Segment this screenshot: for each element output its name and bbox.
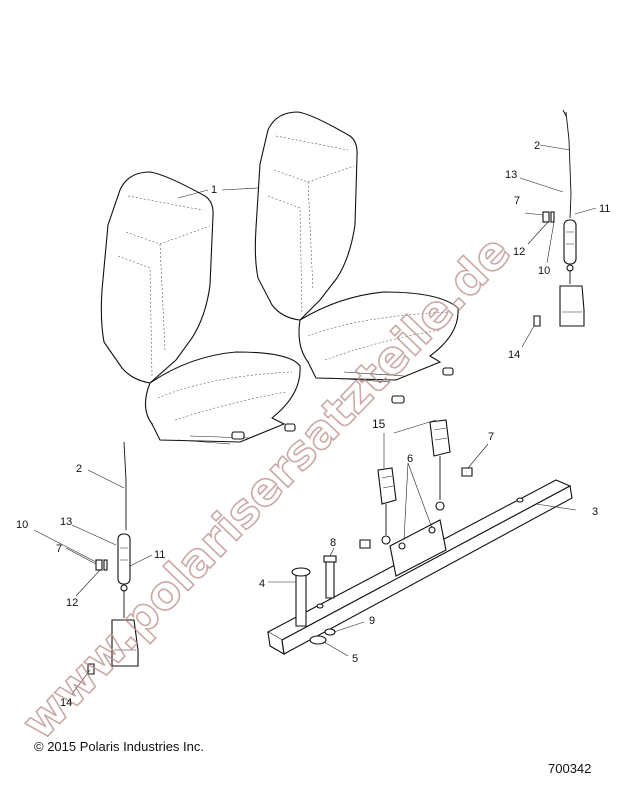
callout-12-right: 12 bbox=[513, 246, 525, 258]
watermark: www.polarisersatzteile.de bbox=[11, 225, 521, 750]
callout-11-left: 11 bbox=[154, 549, 165, 561]
cross-bar bbox=[266, 479, 573, 656]
copyright-text: © 2015 Polaris Industries Inc. bbox=[34, 739, 204, 754]
callout-1: 1 bbox=[211, 184, 217, 196]
callout-14-right: 14 bbox=[508, 349, 520, 361]
callout-5: 5 bbox=[352, 653, 358, 665]
buckle-pair bbox=[377, 419, 451, 545]
leader-lines bbox=[33, 144, 597, 695]
callout-10-right: 10 bbox=[538, 265, 550, 277]
seat-left bbox=[100, 171, 301, 445]
callout-3: 3 bbox=[592, 506, 598, 518]
callout-8: 8 bbox=[330, 537, 336, 549]
drawing-number: 700342 bbox=[548, 761, 591, 776]
hardware bbox=[291, 467, 473, 645]
callout-13-left: 13 bbox=[60, 516, 72, 528]
seat-right bbox=[254, 111, 459, 404]
callout-7-right: 7 bbox=[514, 195, 520, 207]
callout-6: 6 bbox=[407, 453, 413, 465]
callout-11-right: 11 bbox=[599, 203, 610, 215]
callout-13-right: 13 bbox=[505, 169, 517, 181]
callout-2-left: 2 bbox=[76, 463, 82, 475]
callouts: 1 2 13 7 11 12 10 14 15 7 2 3 10 13 8 6 … bbox=[16, 140, 610, 709]
callout-7-left: 7 bbox=[56, 543, 62, 555]
callout-12-left: 12 bbox=[66, 597, 78, 609]
callout-9: 9 bbox=[369, 615, 375, 627]
seatbelt-right bbox=[533, 109, 585, 327]
callout-4: 4 bbox=[259, 578, 265, 590]
callout-15: 15 bbox=[372, 417, 386, 431]
callout-10-left: 10 bbox=[16, 519, 28, 531]
seatbelt-left bbox=[87, 441, 139, 675]
callout-14-left: 14 bbox=[60, 697, 72, 709]
callout-2-right: 2 bbox=[534, 140, 540, 152]
callout-7-mid: 7 bbox=[488, 431, 494, 443]
